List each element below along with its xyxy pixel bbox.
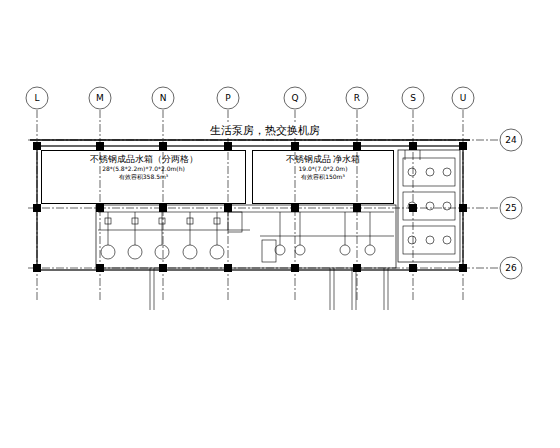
tank-spec: 19.0*(7.0*2.0m) bbox=[257, 165, 389, 173]
grid-axis-label: 26 bbox=[505, 264, 516, 273]
grid-axis-label: R bbox=[354, 94, 360, 103]
tank-name: 不锈钢成品水箱（分两格） bbox=[46, 154, 241, 165]
grid-axis-label: M bbox=[96, 94, 104, 103]
grid-axis-label: U bbox=[460, 94, 467, 103]
grid-axis-label: L bbox=[34, 94, 39, 103]
tank-spec: 有效容积150m³ bbox=[257, 173, 389, 181]
water-tank: 不锈钢成品水箱（分两格）28*(5.8*2.2m)*7.0*2.0m(h)有效容… bbox=[41, 150, 246, 204]
tank-name: 不锈钢成品 净水箱 bbox=[257, 154, 389, 165]
tank-spec: 28*(5.8*2.2m)*7.0*2.0m(h) bbox=[46, 165, 241, 173]
grid-axis-label: 24 bbox=[505, 136, 516, 145]
grid-axis-label: 25 bbox=[505, 204, 516, 213]
water-tank: 不锈钢成品 净水箱19.0*(7.0*2.0m)有效容积150m³ bbox=[252, 150, 394, 204]
room-title: 生活泵房，热交换机房 bbox=[208, 123, 322, 138]
grid-axis-label: N bbox=[160, 94, 167, 103]
grid-axis-label: S bbox=[410, 94, 416, 103]
grid-axis-label: Q bbox=[291, 94, 298, 103]
grid-axis-label: P bbox=[225, 94, 230, 103]
tank-spec: 有效容积358.5m³ bbox=[46, 173, 241, 181]
